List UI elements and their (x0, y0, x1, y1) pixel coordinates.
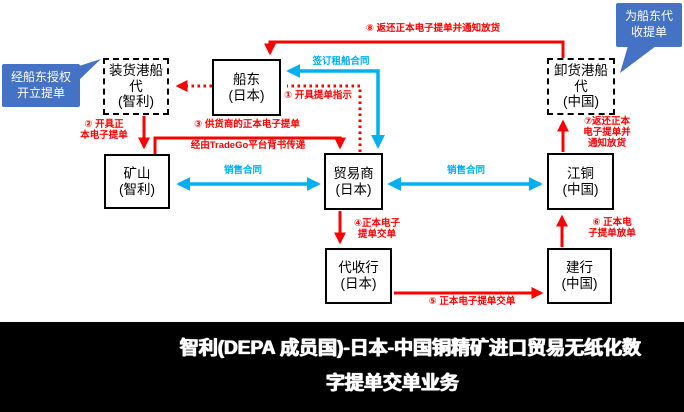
label-sales-contract-left: 销售合同 (223, 165, 263, 176)
label-charter-contract: 签订租船合同 (312, 56, 370, 67)
node-label: 卸货港船代 (554, 62, 608, 94)
node-mine: 矿山 (智利) (104, 154, 170, 209)
label-step3b: 经由TradeGo平台背书传递 (190, 140, 306, 151)
node-label: 江铜 (567, 165, 594, 181)
left-callout: 经船东授权 开立提单 (2, 64, 80, 107)
node-label: 代收行 (338, 260, 379, 276)
node-label: 建行 (566, 260, 593, 276)
node-loading-port-agent: 装货港船代 (智利) (103, 58, 169, 115)
node-label: 矿山 (123, 165, 151, 181)
right-callout: 为船东代 收提单 (616, 3, 682, 47)
label-step2: ② 开具正 本电子提单 (80, 119, 128, 141)
label-sales-contract-right: 销售合同 (446, 165, 486, 176)
left-callout-text: 经船东授权 开立提单 (10, 69, 71, 100)
node-discharge-port-agent: 卸货港船代 (中国) (547, 58, 615, 115)
arrow-charter-contract (286, 64, 385, 149)
node-collecting-bank: 代收行 (日本) (325, 248, 392, 304)
node-label: 船东 (233, 71, 260, 87)
node-trader: 贸易商 (日本) (324, 153, 383, 210)
node-ccb: 建行 (中国) (547, 248, 612, 304)
node-label: 贸易商 (333, 165, 374, 181)
node-country: (日本) (228, 87, 265, 103)
caption-band: 智利(DEPA 成员国)-日本-中国铜精矿进口贸易无纸化数 字提单交单业务 (0, 322, 684, 412)
left-callout-tail (79, 59, 101, 80)
right-callout-tail (620, 46, 656, 73)
label-step5: ⑤ 正本电子提单交单 (428, 296, 516, 307)
node-country: (日本) (335, 181, 372, 197)
label-step8: ⑧ 返还正本电子提单并通知放货 (365, 23, 501, 34)
node-country: (中国) (562, 181, 599, 197)
caption-line2: 字提单交单业务 (325, 373, 459, 394)
node-label: 装货港船代 (109, 62, 163, 94)
node-shipowner: 船东 (日本) (212, 59, 281, 116)
label-step3: ③ 供货商的正本电子提单 (194, 119, 300, 130)
label-step6: ⑥ 正本电 子提单放单 (588, 217, 636, 239)
right-callout-text: 为船东代 收提单 (624, 9, 673, 39)
node-country: (智利) (118, 94, 154, 110)
node-jiangtong: 江铜 (中国) (547, 153, 614, 210)
node-country: (智利) (119, 181, 155, 197)
node-country: (日本) (340, 276, 377, 291)
node-country: (中国) (563, 94, 599, 110)
caption-line1: 智利(DEPA 成员国)-日本-中国铜精矿进口贸易无纸化数 (179, 338, 641, 359)
node-country: (中国) (561, 276, 598, 291)
label-step1: ① 开具提单指示 (284, 90, 352, 101)
label-step7: ⑦返还正本 电子提单并 通知放货 (583, 116, 631, 149)
label-step4: ④正本电子 提单交单 (353, 218, 401, 240)
